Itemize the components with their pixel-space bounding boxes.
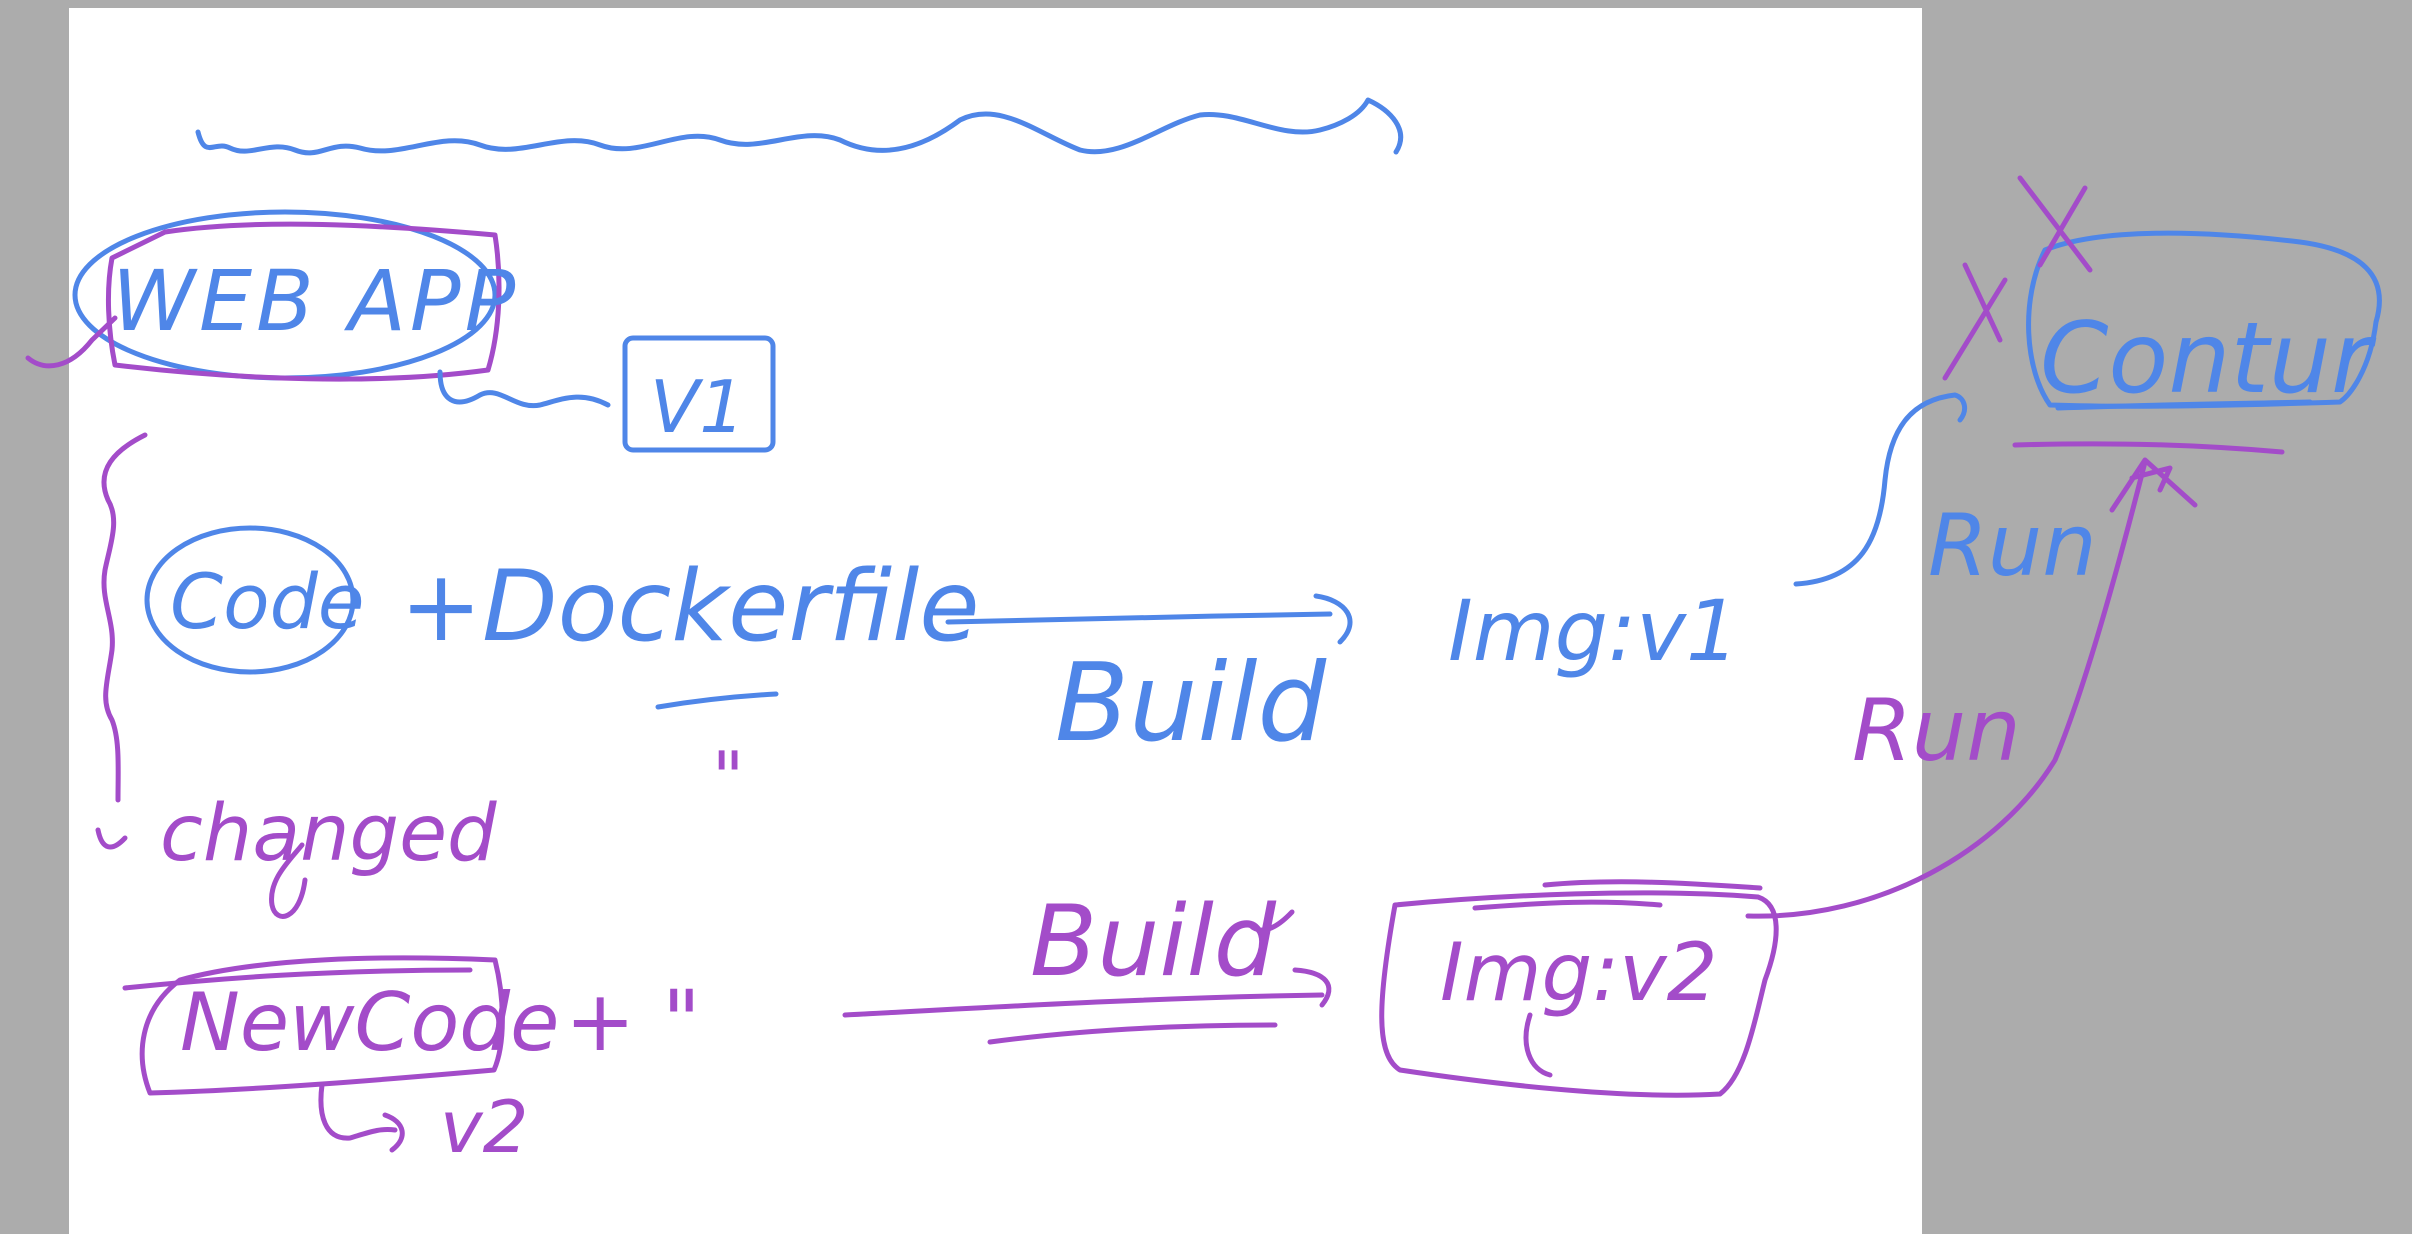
build-arrow-2 <box>842 992 1325 1018</box>
changed-check <box>95 827 128 850</box>
cross-mark-top <box>2017 175 2093 273</box>
web-app-label: WEB APP <box>112 252 519 350</box>
container-shape <box>2026 230 2382 409</box>
img-v2-descender <box>1523 1012 1553 1078</box>
v1-label: V1 <box>650 365 745 449</box>
img-v1-label: Img:v1 <box>1448 582 1739 680</box>
img-v2-label: Img:v2 <box>1440 926 1718 1019</box>
left-brace <box>101 432 148 803</box>
top-wavy-line <box>195 97 1404 156</box>
container-base-line <box>2012 441 2285 455</box>
run-curve-1 <box>1793 392 1968 587</box>
code-ellipse <box>144 525 356 675</box>
v2-label: v2 <box>440 1085 528 1169</box>
code-label: Code <box>170 557 365 646</box>
new-code-top-line <box>122 967 473 991</box>
run-2-arrow-head <box>2109 457 2198 513</box>
cross-mark-left <box>1942 262 2008 381</box>
build-label-2: Build <box>1030 885 1277 999</box>
dockerfile-underline <box>655 691 779 710</box>
img-v2-top-line <box>1472 899 1663 911</box>
build-arrow-1 <box>945 611 1333 625</box>
v1-box <box>622 335 776 453</box>
changed-label: changed <box>160 789 497 879</box>
ditto-mark-1: " <box>712 737 744 819</box>
new-code-label: NewCode <box>180 976 559 1069</box>
run-curve-2 <box>1745 459 2148 919</box>
run-label-2: Run <box>1852 681 2021 781</box>
img-v2-box <box>1379 890 1779 1098</box>
container-underline <box>2055 399 2313 411</box>
v2-pointer <box>318 1082 398 1141</box>
build-arrow-1-head <box>1313 593 1353 645</box>
build-2-check <box>1247 909 1295 933</box>
img-v2-extra-line <box>1542 879 1763 891</box>
build-arrow-2-head <box>1292 967 1332 1008</box>
run-label-1: Run <box>1928 496 2097 596</box>
dockerfile-label: +Dockerfile <box>400 550 980 664</box>
changed-loop <box>269 842 308 919</box>
build-2-underline <box>987 1022 1278 1045</box>
web-app-box <box>105 221 502 382</box>
web-app-to-v1-wave <box>437 369 611 409</box>
build-label-1: Build <box>1055 641 1328 766</box>
web-app-check <box>25 315 118 369</box>
v2-pointer-head <box>382 1112 405 1153</box>
ditto-plus-label: + " <box>565 972 701 1070</box>
container-label: Contur <box>2040 302 2377 416</box>
new-code-box <box>139 955 505 1096</box>
